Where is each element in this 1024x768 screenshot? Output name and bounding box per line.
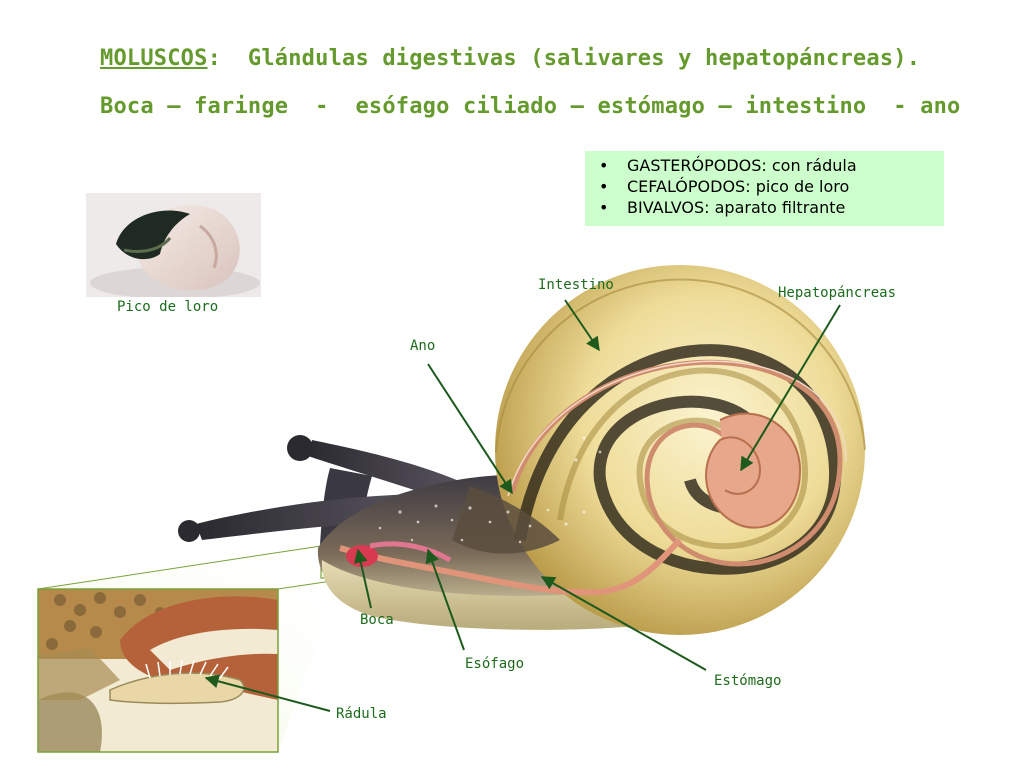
- label-boca: Boca: [360, 612, 394, 628]
- info-item-text: BIVALVOS: aparato filtrante: [627, 198, 846, 217]
- lower-tentacle-tip: [178, 520, 200, 542]
- arrow-ano: [427, 363, 513, 495]
- label-esofago: Esófago: [465, 656, 525, 672]
- label-hepatopancreas: Hepatopáncreas: [778, 285, 897, 301]
- title-moluscos: MOLUSCOS: [100, 46, 208, 71]
- info-list: • GASTERÓPODOS: con rádula • CEFALÓPODOS: …: [599, 155, 936, 218]
- label-estomago: Estómago: [714, 673, 782, 689]
- body-speckles: [378, 436, 602, 544]
- snail-shell: [495, 265, 865, 635]
- lower-tentacle: [196, 494, 428, 540]
- arrow-radula: [204, 674, 331, 712]
- info-box: • GASTERÓPODOS: con rádula • CEFALÓPODOS: …: [585, 151, 944, 226]
- arrow-intestino: [564, 299, 600, 352]
- info-item-text: GASTERÓPODOS: con rádula: [627, 156, 857, 175]
- pico-de-loro-photo: [86, 193, 261, 297]
- bullet: •: [599, 177, 609, 196]
- label-pico-de-loro: Pico de loro: [117, 299, 219, 315]
- info-item-bivalvos: • BIVALVOS: aparato filtrante: [599, 197, 936, 218]
- arrow-hepatopancreas: [740, 304, 841, 472]
- upper-tentacle-tip: [287, 435, 313, 461]
- slide-title: MOLUSCOS: Glándulas digestivas (salivare…: [100, 46, 920, 71]
- arrow-esofago: [425, 548, 465, 651]
- label-intestino: Intestino: [538, 277, 614, 293]
- label-ano: Ano: [410, 338, 436, 354]
- bullet: •: [599, 198, 609, 217]
- snail-illustration: [178, 265, 866, 635]
- title-glandulas: : Glándulas digestivas (salivares y hepa…: [207, 46, 921, 71]
- bullet: •: [599, 156, 609, 175]
- info-item-cefalopodos: • CEFALÓPODOS: pico de loro: [599, 176, 936, 197]
- label-arrows: [204, 299, 841, 712]
- label-radula: Rádula: [336, 706, 387, 722]
- radula-inset: [37, 588, 279, 753]
- info-item-gasteropodos: • GASTERÓPODOS: con rádula: [599, 155, 936, 176]
- info-item-text: CEFALÓPODOS: pico de loro: [627, 177, 850, 196]
- digestive-tract: [339, 537, 683, 596]
- arrow-estomago: [540, 576, 707, 671]
- digestive-sequence: Boca – faringe - esófago ciliado – estóm…: [100, 94, 961, 119]
- arrow-boca: [353, 548, 372, 609]
